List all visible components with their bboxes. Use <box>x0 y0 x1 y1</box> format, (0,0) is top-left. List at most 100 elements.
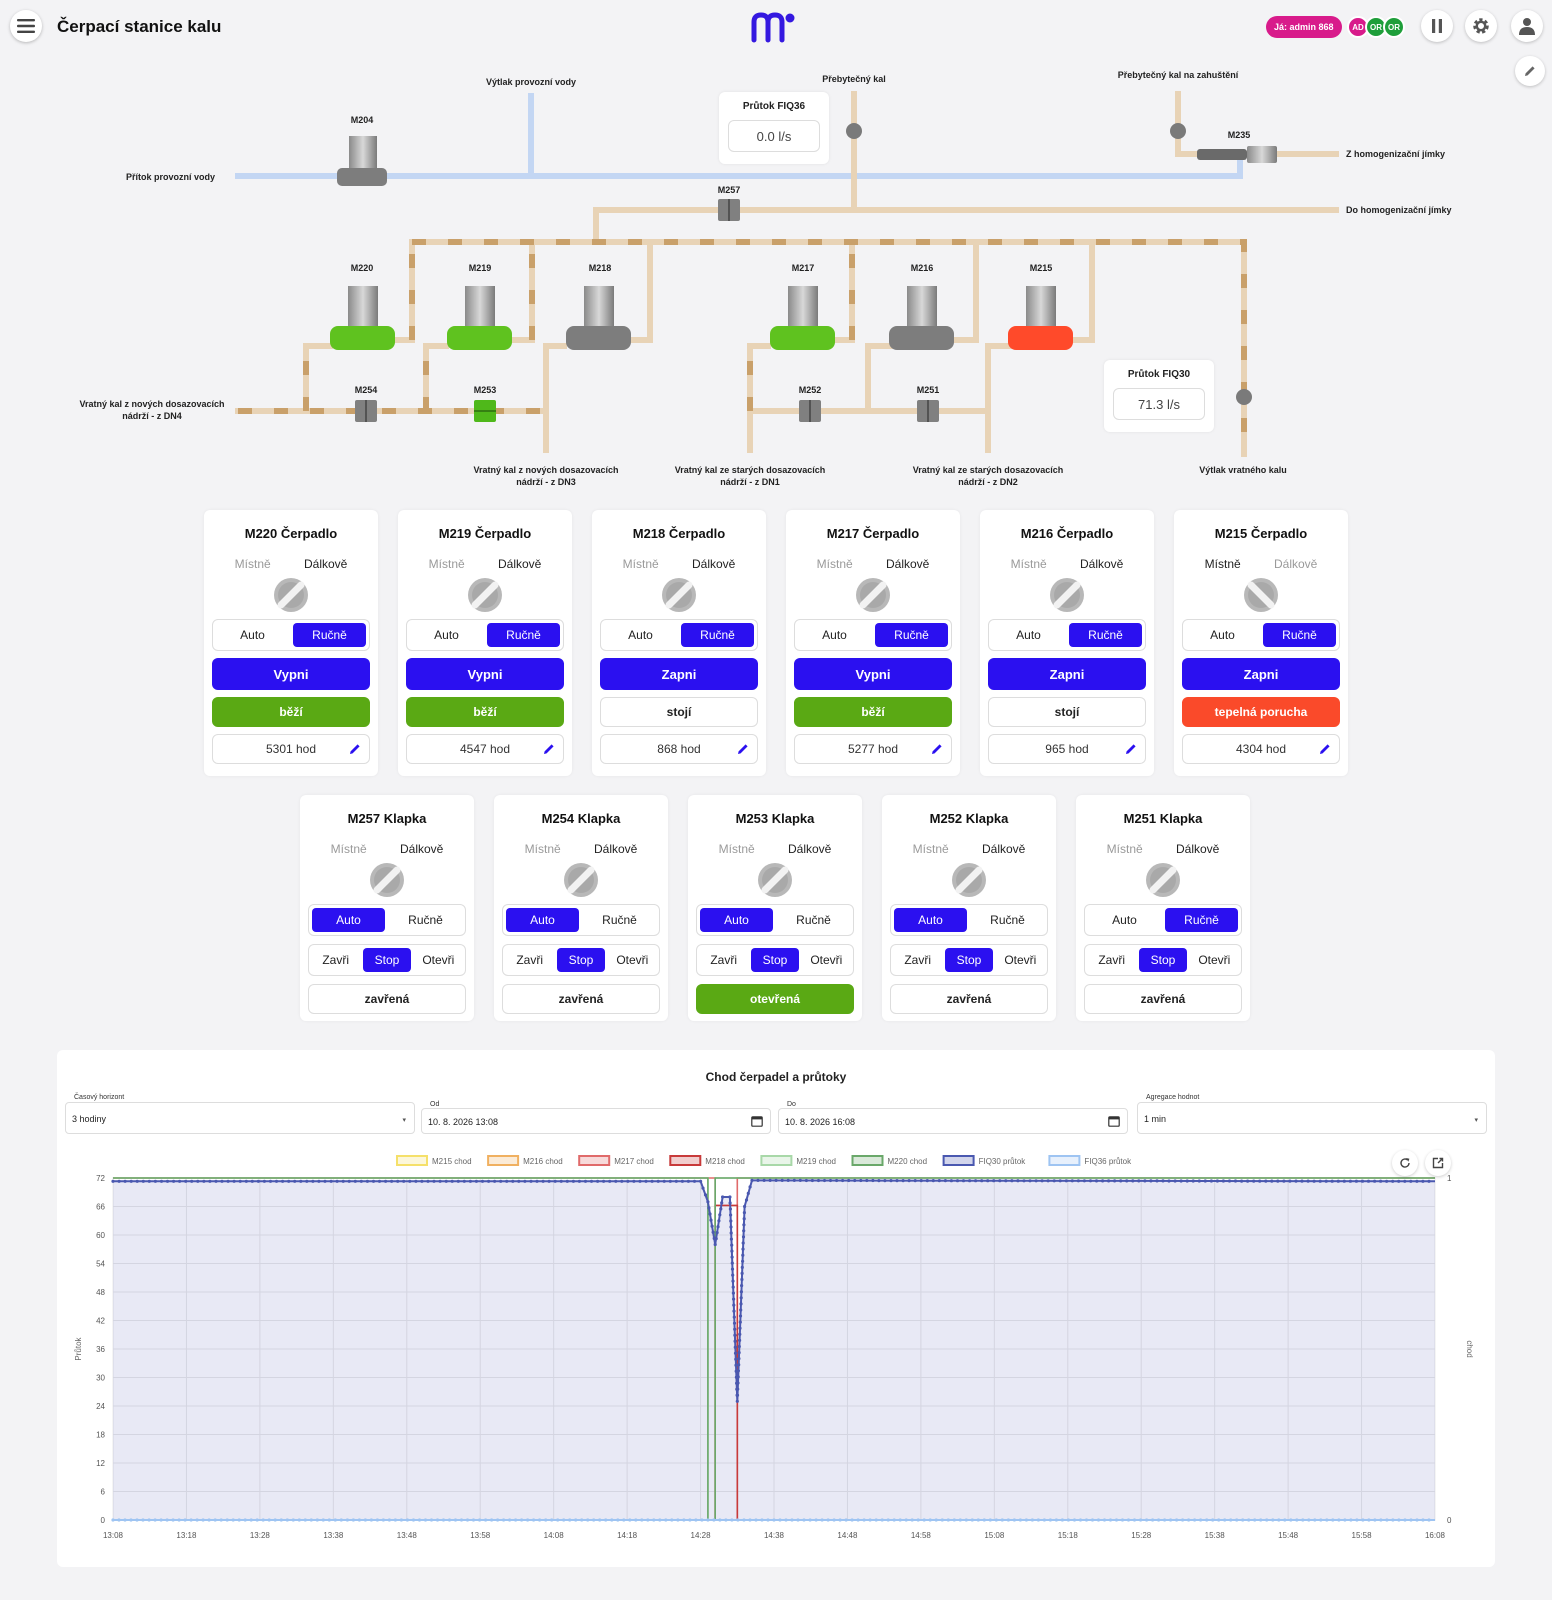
close-button[interactable]: Zavři <box>904 953 931 967</box>
command-button[interactable]: Zapni <box>1182 658 1340 690</box>
data-point <box>1318 1179 1322 1183</box>
pencil-icon[interactable] <box>931 743 943 755</box>
mode-auto-button[interactable]: Auto <box>240 628 265 642</box>
pump-card: M217 Čerpadlo Místně Dálkově Auto Ručně … <box>786 510 960 776</box>
date-to-field[interactable]: Do 10. 8. 2026 16:08 <box>778 1101 1128 1134</box>
command-button[interactable]: Vypni <box>212 658 370 690</box>
motor-m235[interactable] <box>1197 146 1277 163</box>
close-button[interactable]: Zavři <box>516 953 543 967</box>
local-remote-indicator: Místně Dálkově <box>702 842 848 856</box>
data-point <box>738 1338 742 1342</box>
pencil-icon[interactable] <box>543 743 555 755</box>
stop-button[interactable]: Stop <box>1139 948 1187 972</box>
valve-m252[interactable] <box>799 400 821 422</box>
pump-m218[interactable] <box>566 286 631 350</box>
menu-button[interactable] <box>10 10 42 42</box>
data-point <box>1415 1179 1419 1183</box>
pump-m219[interactable] <box>447 286 512 350</box>
close-button[interactable]: Zavři <box>710 953 737 967</box>
open-button[interactable]: Otevři <box>616 953 649 967</box>
data-point <box>988 1518 992 1522</box>
mode-auto-button[interactable]: Auto <box>628 628 653 642</box>
close-button[interactable]: Zavři <box>1098 953 1125 967</box>
edit-button[interactable] <box>1515 56 1545 86</box>
command-button[interactable]: Vypni <box>406 658 564 690</box>
data-point <box>814 1518 818 1522</box>
data-point <box>735 1393 740 1397</box>
pump-m220[interactable] <box>330 286 395 350</box>
pump-m217[interactable] <box>770 286 835 350</box>
close-button[interactable]: Zavři <box>322 953 349 967</box>
mode-manual-button[interactable]: Ručně <box>1069 623 1142 647</box>
valve-m257[interactable] <box>718 199 740 221</box>
data-point <box>730 1267 735 1271</box>
mode-auto-button[interactable]: Auto <box>1210 628 1235 642</box>
pencil-icon[interactable] <box>1319 743 1331 755</box>
data-point <box>1421 1518 1425 1522</box>
calendar-icon[interactable] <box>1108 1115 1120 1127</box>
motor-m204[interactable] <box>337 136 387 186</box>
mode-manual-button[interactable]: Ručně <box>487 623 560 647</box>
mode-manual-button[interactable]: Ručně <box>1165 908 1238 932</box>
user-badge[interactable]: Já: admin 868 <box>1266 16 1342 38</box>
pump-m216[interactable] <box>889 286 954 350</box>
mode-manual-button[interactable]: Ručně <box>1263 623 1336 647</box>
settings-button[interactable] <box>1465 10 1497 42</box>
data-point <box>754 1518 758 1522</box>
export-button[interactable] <box>1425 1150 1451 1176</box>
open-button[interactable]: Otevři <box>1004 953 1037 967</box>
caret-down-icon: ▾ <box>402 1117 406 1124</box>
time-horizon-select[interactable]: Časový horizont 3 hodiny ▾ <box>65 1094 415 1134</box>
refresh-button[interactable] <box>1392 1150 1418 1176</box>
data-point <box>568 1518 572 1522</box>
mode-manual-button[interactable]: Ručně <box>293 623 366 647</box>
mode-auto-button[interactable]: Auto <box>1016 628 1041 642</box>
open-button[interactable]: Otevři <box>810 953 843 967</box>
data-point <box>399 1518 403 1522</box>
command-button[interactable]: Vypni <box>794 658 952 690</box>
aggregation-select[interactable]: Agregace hodnot 1 min ▾ <box>1137 1094 1487 1134</box>
mode-manual-button[interactable]: Ručně <box>990 913 1025 927</box>
mode-manual-button[interactable]: Ručně <box>602 913 637 927</box>
valve-m254[interactable] <box>355 400 377 422</box>
valve-command-group: Zavři Stop Otevři <box>308 944 466 976</box>
stop-button[interactable]: Stop <box>751 948 799 972</box>
mode-auto-button[interactable]: Auto <box>312 908 385 932</box>
open-button[interactable]: Otevři <box>422 953 455 967</box>
pencil-icon[interactable] <box>1125 743 1137 755</box>
mode-auto-button[interactable]: Auto <box>700 908 773 932</box>
mode-auto-button[interactable]: Auto <box>1112 913 1137 927</box>
user-menu-button[interactable] <box>1511 10 1543 42</box>
command-button[interactable]: Zapni <box>600 658 758 690</box>
data-point <box>490 1518 494 1522</box>
stop-button[interactable]: Stop <box>363 948 411 972</box>
mode-auto-button[interactable]: Auto <box>822 628 847 642</box>
mode-manual-button[interactable]: Ručně <box>681 623 754 647</box>
stop-button[interactable]: Stop <box>557 948 605 972</box>
mode-manual-button[interactable]: Ručně <box>408 913 443 927</box>
mode-manual-button[interactable]: Ručně <box>875 623 948 647</box>
valve-m253[interactable] <box>474 400 496 422</box>
mode-auto-button[interactable]: Auto <box>434 628 459 642</box>
data-point <box>880 1518 884 1522</box>
pencil-icon[interactable] <box>737 743 749 755</box>
data-point <box>707 1206 711 1210</box>
date-from-field[interactable]: Od 10. 8. 2026 13:08 <box>421 1101 771 1134</box>
command-button[interactable]: Zapni <box>988 658 1146 690</box>
open-button[interactable]: Otevři <box>1198 953 1231 967</box>
avatar[interactable]: OR <box>1383 16 1405 38</box>
pump-m215[interactable] <box>1008 286 1073 350</box>
mode-auto-button[interactable]: Auto <box>894 908 967 932</box>
stop-button[interactable]: Stop <box>945 948 993 972</box>
valve-m251[interactable] <box>917 400 939 422</box>
data-point <box>816 1178 821 1183</box>
calendar-icon[interactable] <box>751 1115 763 1127</box>
data-point <box>730 1249 734 1253</box>
pause-button[interactable] <box>1421 10 1453 42</box>
mode-manual-button[interactable]: Ručně <box>796 913 831 927</box>
data-point <box>550 1518 554 1522</box>
data-point <box>700 1518 704 1522</box>
local-remote-indicator: Místně Dálkově <box>218 557 364 571</box>
pencil-icon[interactable] <box>349 743 361 755</box>
mode-auto-button[interactable]: Auto <box>506 908 579 932</box>
